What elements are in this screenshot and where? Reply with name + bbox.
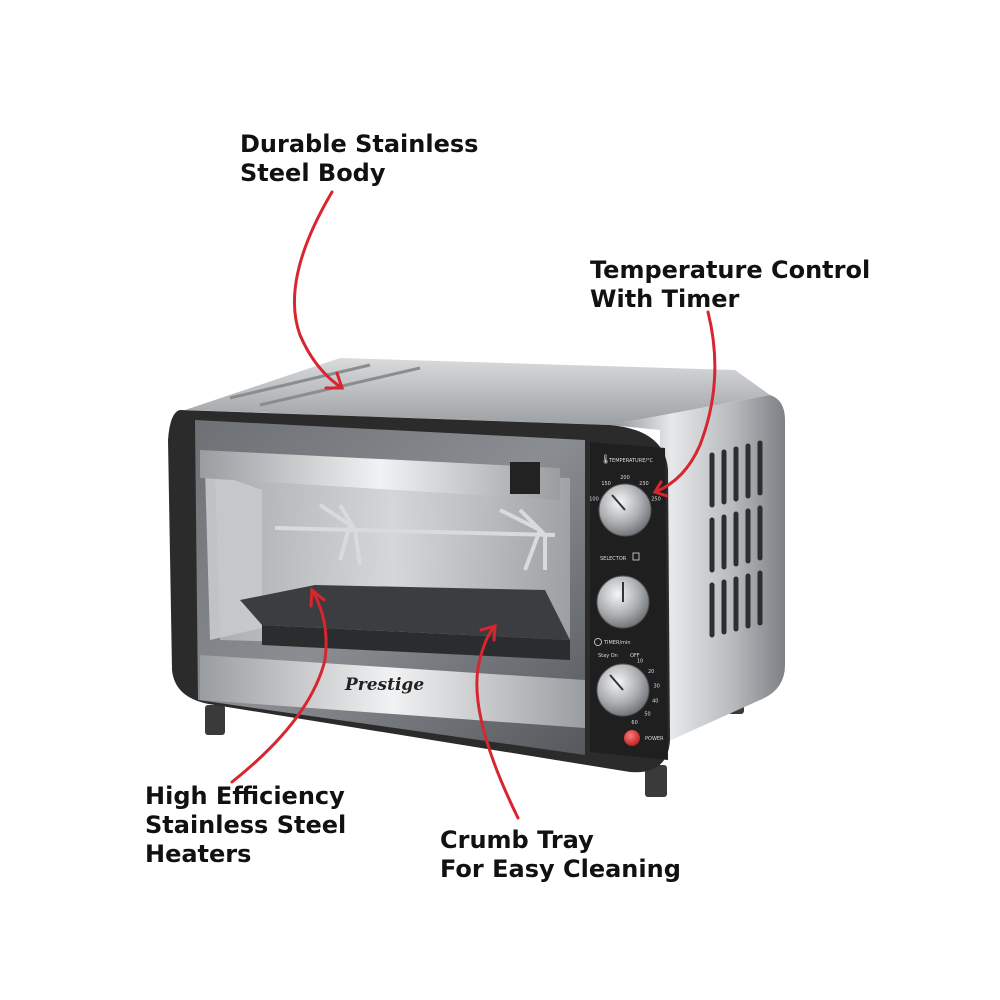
callout-steel-body-line1: Durable Stainless bbox=[240, 130, 479, 158]
door-handle bbox=[200, 450, 560, 500]
timer-mark: 10 bbox=[637, 659, 643, 665]
arrow-heaters-head bbox=[309, 586, 326, 608]
arrow-body bbox=[293, 190, 344, 390]
callout-heaters-line2: Stainless Steel bbox=[145, 811, 347, 839]
timer-mark: 60 bbox=[631, 720, 637, 726]
callout-temperature-control-line1: Temperature Control bbox=[590, 256, 871, 284]
arrow-tray-head bbox=[479, 623, 497, 642]
temperature-mark: 250 bbox=[651, 497, 661, 503]
oven-side-panel bbox=[610, 395, 785, 745]
callout-steel-body: Durable Stainless Steel Body bbox=[240, 130, 478, 188]
arrow-tray bbox=[475, 624, 520, 820]
temperature-label: TEMPERATURE/°C bbox=[608, 458, 654, 464]
callout-temperature-control-line2: With Timer bbox=[590, 285, 740, 313]
oven-foot bbox=[205, 705, 225, 735]
callout-heaters-line1: High Efficiency bbox=[145, 782, 345, 810]
callout-crumb-tray-line1: Crumb Tray bbox=[440, 826, 594, 854]
arrow-body-head bbox=[324, 371, 345, 390]
stay-on-label: Stay On bbox=[598, 653, 618, 659]
timer-label: TIMER/min bbox=[603, 640, 631, 646]
temperature-mark: 100 bbox=[589, 497, 599, 503]
side-vents bbox=[709, 440, 763, 638]
temperature-mark: 200 bbox=[620, 475, 630, 481]
arrow-control bbox=[653, 310, 717, 494]
timer-mark: 20 bbox=[648, 669, 654, 675]
oven-foot bbox=[645, 765, 667, 797]
thermometer-icon: 🌡 bbox=[600, 454, 611, 465]
callout-crumb-tray: Crumb Tray For Easy Cleaning bbox=[440, 826, 681, 884]
callout-heaters-line3: Heaters bbox=[145, 840, 252, 868]
callout-arrows bbox=[230, 190, 717, 820]
brand-strip bbox=[200, 655, 585, 728]
power-button-icon[interactable] bbox=[624, 730, 640, 746]
callout-heaters: High Efficiency Stainless Steel Heaters bbox=[145, 782, 346, 869]
timer-mark: 50 bbox=[644, 712, 650, 718]
timer-mark: 30 bbox=[654, 683, 660, 689]
clock-icon bbox=[594, 638, 602, 646]
arrow-control-head bbox=[652, 480, 669, 498]
selector-label: SELECTOR bbox=[600, 556, 627, 562]
brand-logo: Prestige bbox=[344, 675, 424, 695]
callout-crumb-tray-line2: For Easy Cleaning bbox=[440, 855, 681, 883]
rotisserie-spit bbox=[274, 503, 556, 571]
timer-mark: 40 bbox=[652, 699, 658, 705]
callout-steel-body-line2: Steel Body bbox=[240, 159, 386, 187]
power-label: POWER bbox=[645, 736, 664, 742]
off-label: OFF bbox=[630, 653, 640, 659]
callout-temperature-control: Temperature Control With Timer bbox=[590, 256, 870, 314]
arrow-heaters bbox=[230, 588, 328, 784]
temperature-mark: 230 bbox=[639, 481, 649, 487]
temperature-mark: 150 bbox=[601, 481, 611, 487]
selector-mode-icon bbox=[632, 552, 640, 561]
